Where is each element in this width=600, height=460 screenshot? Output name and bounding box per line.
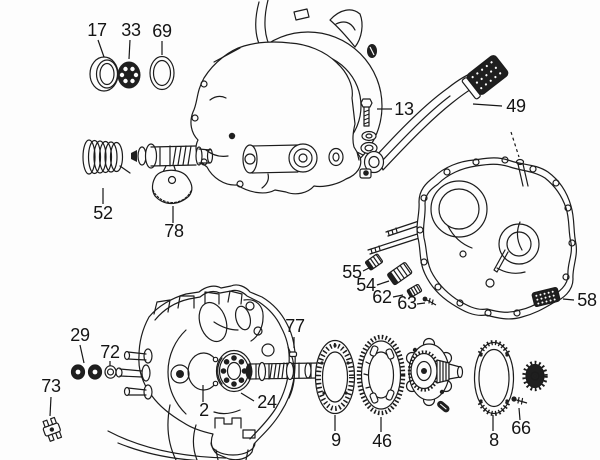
ball-bearing-part-24 bbox=[215, 349, 253, 393]
cush-rubber-part-62 bbox=[406, 283, 423, 298]
part-label-33: 33 bbox=[121, 20, 141, 40]
clutch-hub-assembly bbox=[405, 337, 464, 413]
kickstart-spring-part-52 bbox=[82, 139, 131, 175]
shim-ring-part-8 bbox=[473, 340, 515, 416]
crankcase-half-inner-view bbox=[107, 284, 296, 460]
part-label-17: 17 bbox=[87, 20, 107, 40]
part-label-54: 54 bbox=[356, 275, 376, 295]
pin-part-77 bbox=[288, 351, 298, 358]
part-label-49: 49 bbox=[506, 96, 526, 116]
roller-pin bbox=[437, 400, 450, 413]
part-number-labels: 17 33 69 13 49 52 78 55 54 62 63 58 29 7… bbox=[41, 20, 597, 451]
part-label-77: 77 bbox=[285, 316, 305, 336]
cush-rubber-part-54 bbox=[386, 262, 413, 286]
crankcase-half-flywheel-side bbox=[190, 41, 362, 195]
leader-lines bbox=[49, 39, 575, 432]
roller-bearing-part-33 bbox=[117, 61, 141, 89]
part-label-73: 73 bbox=[41, 376, 61, 396]
part-label-13: 13 bbox=[394, 99, 414, 119]
star-gear bbox=[522, 360, 548, 392]
part-label-78: 78 bbox=[164, 221, 184, 241]
bevel-gear-part-46 bbox=[356, 334, 406, 416]
ring-part-69 bbox=[149, 55, 175, 91]
cush-rubber-part-55 bbox=[364, 253, 384, 271]
rubber-block-part-58 bbox=[531, 286, 561, 308]
circlip-part-2 bbox=[187, 352, 219, 391]
nut-part-29a bbox=[70, 364, 86, 380]
rubber-cap bbox=[367, 44, 377, 58]
part-label-29: 29 bbox=[70, 325, 90, 345]
part-label-46: 46 bbox=[372, 431, 392, 451]
retainer-part-73 bbox=[42, 416, 63, 442]
part-label-63: 63 bbox=[397, 293, 417, 313]
part-label-69: 69 bbox=[152, 21, 172, 41]
screw-part-63 bbox=[422, 296, 437, 306]
screw-part-66 bbox=[511, 396, 528, 405]
part-label-55: 55 bbox=[342, 262, 362, 282]
part-label-58: 58 bbox=[577, 290, 597, 310]
nut-part-29b bbox=[87, 364, 103, 380]
seal-ring-on-case bbox=[328, 147, 344, 167]
kickstart-shaft-part-78 bbox=[131, 143, 214, 205]
part-label-62: 62 bbox=[372, 287, 392, 307]
part-label-8: 8 bbox=[489, 430, 499, 450]
bolt-part-13 bbox=[360, 98, 378, 155]
part-label-66: 66 bbox=[511, 418, 531, 438]
part-label-52: 52 bbox=[93, 203, 113, 223]
part-label-9: 9 bbox=[331, 430, 341, 450]
part-label-2: 2 bbox=[199, 400, 209, 420]
part-label-72: 72 bbox=[100, 342, 120, 362]
oil-seal-part-17 bbox=[89, 56, 119, 92]
washer-part-72 bbox=[104, 365, 117, 379]
part-label-24: 24 bbox=[257, 392, 277, 412]
clutch-plate-part-9 bbox=[314, 339, 356, 415]
kickstart-lever-part-49 bbox=[356, 55, 509, 179]
